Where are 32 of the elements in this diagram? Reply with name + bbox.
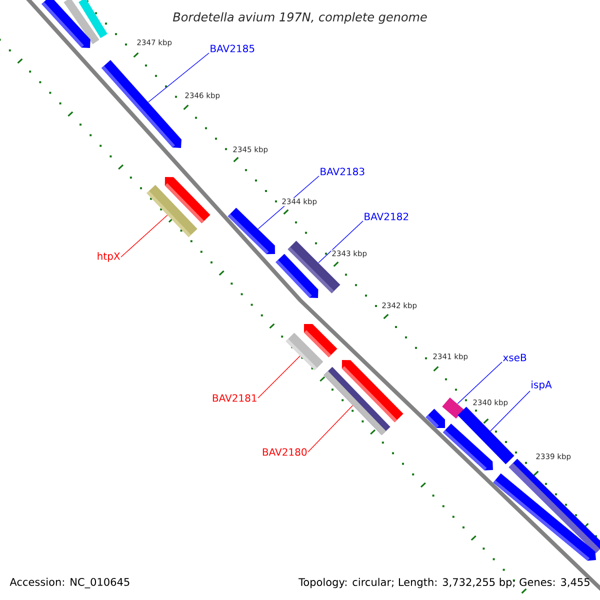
gene-label: BAV2181 [212,394,256,402]
gene-block [324,366,390,436]
gene-block [102,60,182,148]
gene-block [493,473,596,561]
gene-block [458,406,514,464]
leader-line [490,390,530,432]
gene-label: ispA [532,380,552,390]
footer-text: Accession: NC_010645 [10,578,130,588]
footer-text: Topology: circular; Length: 3,732,255 bp; Genes: 3,455 [298,578,590,588]
leader-line [258,356,300,398]
gene-label: BAV2180 [262,448,307,456]
gene-block [228,208,275,254]
leader-line [318,220,364,264]
gene-block [146,184,198,238]
gene-block [426,408,445,428]
gene-block [78,0,108,38]
leader-line [457,362,502,404]
gene-label: htpX [98,252,120,262]
leader-line [120,214,168,258]
gene-block [42,0,90,48]
gene-label: BAV2182 [364,212,408,220]
gene-block [442,424,493,470]
leader-line [308,405,354,452]
gene-block [276,254,318,298]
leader-line [148,52,210,102]
gene-label: BAV2183 [320,168,364,176]
gene-block [64,0,100,44]
gene-block [286,332,324,370]
gene-label: xseB [502,354,526,362]
title: Bordetella avium 197N, complete genome [172,12,427,24]
gene-label: BAV2185 [210,44,254,52]
gene-block [442,397,464,419]
